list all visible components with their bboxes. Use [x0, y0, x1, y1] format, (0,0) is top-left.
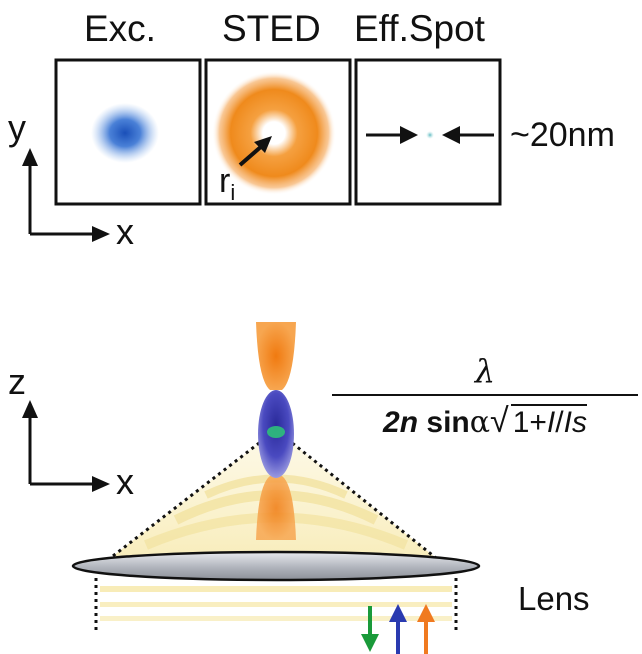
- sted-title: STED: [222, 8, 321, 49]
- inner-radius-r: r: [219, 162, 231, 200]
- inner-radius-subscript: i: [230, 179, 236, 205]
- excitation-panel: [54, 58, 202, 206]
- formula-slash: /: [555, 406, 564, 439]
- sted-panel: [204, 58, 352, 206]
- incoming-beams: [361, 604, 435, 654]
- formula-sqrt-sign: √: [490, 402, 509, 440]
- formula-numerator: λ: [474, 352, 496, 390]
- excitation-spot: [91, 103, 159, 163]
- spot-arrow-left: [400, 126, 418, 144]
- objective-lens: [71, 550, 481, 630]
- focal-psf: [256, 322, 296, 540]
- formula-I: I: [546, 406, 556, 439]
- formula-fraction-bar: [332, 394, 638, 396]
- resolution-formula: λ 2n sinα√1+I/Is: [332, 352, 638, 441]
- formula-sqrt: 1+I/Is: [510, 404, 587, 440]
- fluorescence-spot: [267, 426, 285, 438]
- xy-axes: [22, 148, 110, 242]
- effective-spot: [426, 131, 434, 139]
- spot-size-label: ~20nm: [510, 116, 615, 154]
- sted-upper-lobe: [256, 322, 296, 390]
- formula-sin: sin: [426, 406, 470, 439]
- inner-radius-arrow: [238, 143, 265, 167]
- z-axis-label: z: [8, 361, 26, 402]
- sted-lower-lobe: [256, 476, 296, 540]
- x-axis-label-top: x: [116, 211, 134, 252]
- formula-Is: Is: [563, 406, 587, 439]
- lens-label: Lens: [518, 580, 590, 617]
- y-axis-label: y: [8, 107, 26, 148]
- formula-denominator: 2n sinα√1+I/Is: [332, 402, 638, 441]
- spot-arrow-right: [442, 126, 460, 144]
- effective-spot-title: Eff.Spot: [354, 8, 485, 49]
- formula-alpha: α: [469, 405, 491, 440]
- x-axis-label-bottom: x: [116, 461, 134, 502]
- formula-2n: 2n: [383, 406, 419, 439]
- zx-axes: [22, 400, 110, 492]
- inner-radius-label: ri: [219, 164, 235, 204]
- formula-one-plus: 1+: [512, 406, 547, 439]
- effective-spot-panel: [354, 58, 502, 206]
- excitation-title: Exc.: [84, 8, 156, 49]
